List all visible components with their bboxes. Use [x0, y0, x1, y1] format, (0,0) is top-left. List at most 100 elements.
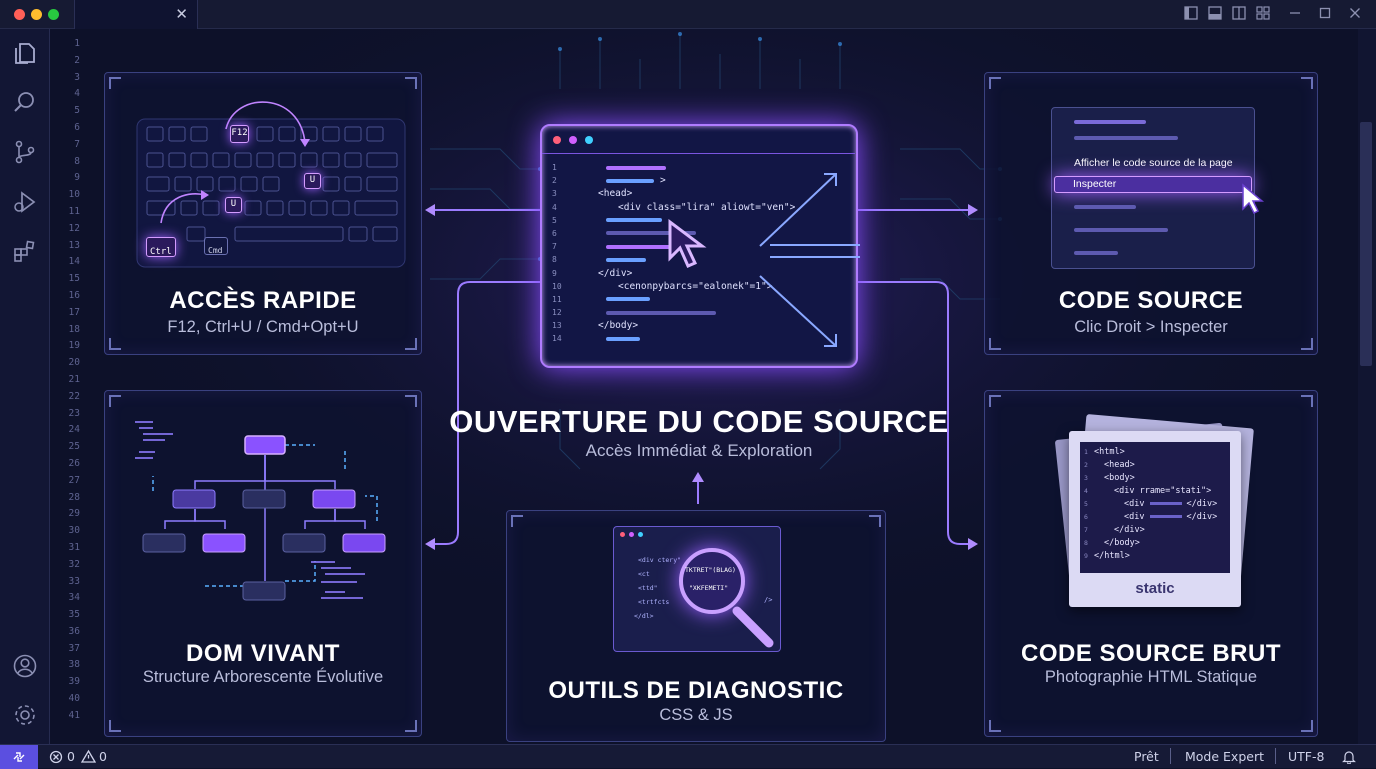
code-line: 3 <head>	[552, 187, 852, 200]
raw-code-text: <div	[1124, 512, 1145, 522]
source-control-icon[interactable]	[12, 139, 38, 165]
editor-tab[interactable]: ✕	[74, 0, 198, 29]
raw-code-line-number: 6	[1084, 513, 1088, 521]
remote-indicator[interactable]	[0, 745, 38, 769]
devtools-panel: <div ctery"<ct<ttd"<trtfcts</dl> /> TKTR…	[506, 510, 886, 742]
status-divider	[1275, 748, 1276, 764]
run-debug-icon[interactable]	[12, 189, 38, 215]
title-bar: ✕	[0, 0, 1376, 29]
static-label: static	[1135, 580, 1175, 597]
line-number: 20	[68, 357, 80, 369]
extensions-icon[interactable]	[12, 238, 38, 264]
raw-code-line: 2<head>	[1084, 459, 1230, 472]
status-bar: 0 0 Prêt Mode Expert UTF-8	[0, 744, 1376, 769]
code-text: </div>	[598, 267, 633, 279]
panel-corner	[1301, 77, 1313, 89]
panel-corner	[405, 720, 417, 732]
view-source-title: CODE SOURCE	[1058, 287, 1244, 314]
code-line: 2>	[552, 174, 852, 187]
line-number: 31	[68, 541, 80, 553]
menu-placeholder-line	[1074, 136, 1178, 140]
line-number: 29	[68, 508, 80, 520]
raw-code-line: 6<div</div>	[1084, 511, 1230, 524]
close-window-icon[interactable]	[14, 9, 25, 20]
line-number: 10	[68, 189, 80, 201]
status-encoding[interactable]: UTF-8	[1288, 749, 1325, 764]
settings-gear-icon[interactable]	[12, 702, 38, 728]
minimize-window-icon[interactable]	[31, 9, 42, 20]
raw-code-line-number: 4	[1084, 487, 1088, 495]
view-source-panel: Afficher le code source de la page Inspe…	[984, 72, 1318, 355]
code-line-number: 6	[552, 228, 557, 238]
code-line-number: 8	[552, 255, 557, 265]
code-text: </body>	[598, 320, 639, 332]
code-line: 14	[552, 332, 852, 345]
center-arrows	[759, 173, 860, 347]
raw-code-line: 5<div</div>	[1084, 498, 1230, 511]
maximize-window-icon[interactable]	[48, 9, 59, 20]
context-menu-view-source[interactable]: Afficher le code source de la page	[1074, 157, 1233, 169]
line-number: 32	[68, 558, 80, 570]
editor-canvas: F12 U U Ctrl Cmd ACCÈS RAPIDE F12, Ctrl+…	[80, 29, 1358, 744]
context-menu-inspect[interactable]: Inspecter	[1054, 176, 1252, 193]
raw-code-bar	[1150, 515, 1183, 518]
raw-code-line: 9</html>	[1084, 550, 1230, 563]
close-icon[interactable]	[1348, 6, 1362, 20]
code-line: 5	[552, 214, 852, 227]
maximize-dot-icon	[638, 532, 643, 537]
close-dot-icon	[553, 136, 561, 144]
warning-count[interactable]: 0	[99, 749, 107, 764]
error-icon[interactable]	[49, 750, 63, 764]
status-mode[interactable]: Mode Expert	[1185, 749, 1264, 764]
warning-icon[interactable]	[81, 749, 96, 764]
line-number: 41	[68, 709, 80, 721]
close-tab-icon[interactable]: ✕	[175, 5, 188, 23]
devtools-code-line: <ttd"	[638, 584, 658, 592]
scrollbar-thumb[interactable]	[1360, 122, 1372, 366]
panel-corner	[109, 77, 121, 89]
minimize-dot-icon	[569, 136, 577, 144]
line-number: 2	[74, 54, 80, 66]
split-editor-icon[interactable]	[1232, 6, 1246, 20]
minimize-dot-icon	[629, 532, 634, 537]
code-line-number: 9	[552, 268, 557, 278]
maximize-icon[interactable]	[1318, 6, 1332, 20]
pointer-cursor-icon	[668, 219, 707, 268]
live-dom-subtitle: Structure Arborescente Évolutive	[142, 668, 384, 686]
window-dots	[542, 126, 855, 154]
code-line-number: 3	[552, 189, 557, 199]
panel-corner	[989, 338, 1001, 350]
line-number: 37	[68, 642, 80, 654]
code-line-number: 4	[552, 202, 557, 212]
error-count[interactable]: 0	[67, 749, 75, 764]
code-placeholder-bar	[606, 244, 676, 249]
code-text: >	[660, 175, 666, 187]
status-ready[interactable]: Prêt	[1134, 749, 1159, 764]
code-text: <cenonpybarcs="ealonek"=1">	[618, 280, 773, 292]
magnified-line-2: "XKFEMETI"	[689, 584, 729, 592]
line-number: 19	[68, 340, 80, 352]
quick-access-title: ACCÈS RAPIDE	[169, 287, 357, 314]
files-icon[interactable]	[12, 40, 38, 66]
toggle-sidebar-icon[interactable]	[1184, 6, 1198, 20]
line-number: 21	[68, 373, 80, 385]
ctrl-key: Ctrl	[146, 237, 176, 257]
minimize-icon[interactable]	[1288, 6, 1302, 20]
toggle-panel-icon[interactable]	[1208, 6, 1222, 20]
line-number: 8	[74, 155, 80, 167]
panel-corner	[109, 720, 121, 732]
raw-code-line: 3<body>	[1084, 472, 1230, 485]
account-icon[interactable]	[12, 653, 38, 679]
code-line: 12	[552, 306, 852, 319]
search-icon[interactable]	[12, 89, 38, 115]
code-placeholder-bar	[606, 165, 666, 170]
line-number: 23	[68, 407, 80, 419]
inspect-label: Inspecter	[1073, 178, 1117, 190]
customize-layout-icon[interactable]	[1256, 6, 1270, 20]
devtools-subtitle: CSS & JS	[659, 706, 733, 724]
code-text: <head>	[598, 188, 633, 200]
menu-placeholder-line	[1074, 120, 1146, 124]
notifications-bell-icon[interactable]	[1342, 749, 1356, 764]
